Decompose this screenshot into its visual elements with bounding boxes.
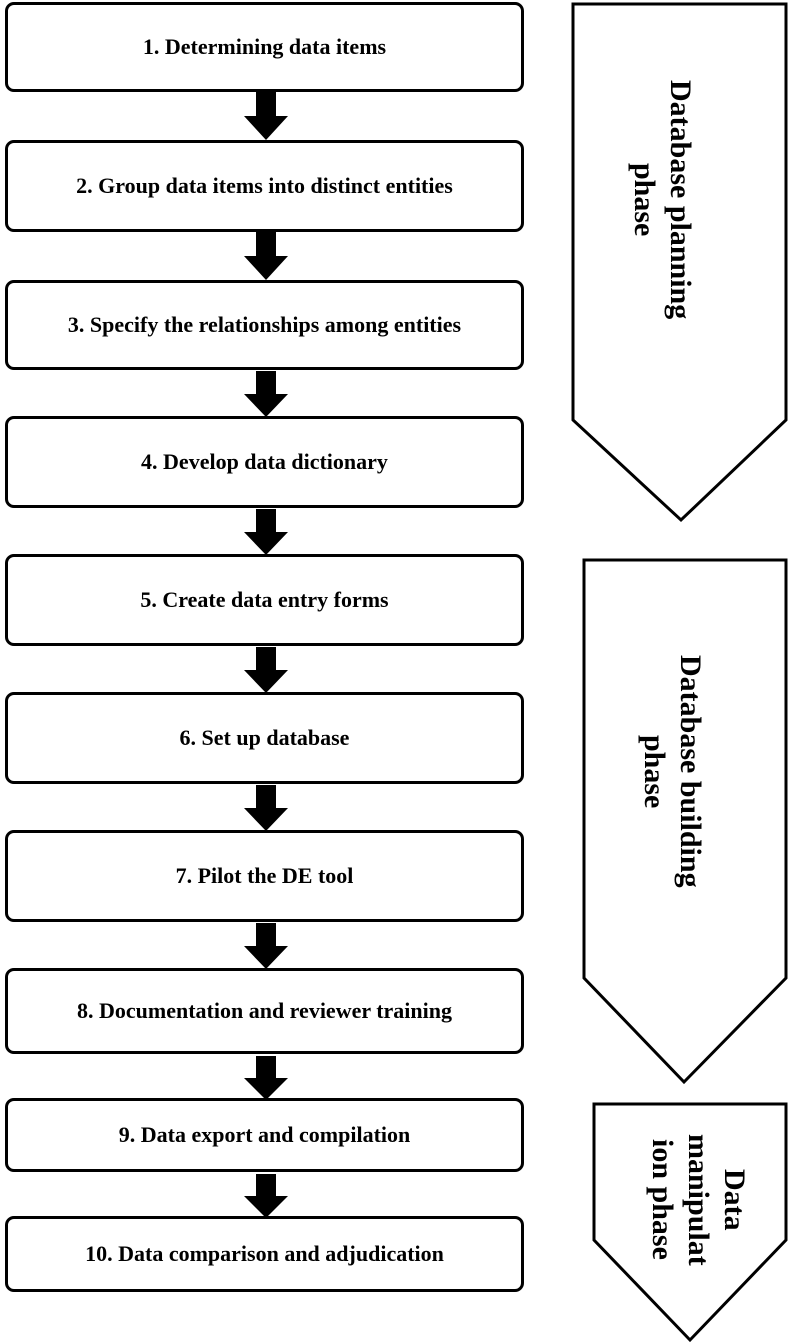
- planning-phase-line1: Database planning: [664, 80, 697, 320]
- step-7-box: 7. Pilot the DE tool: [5, 830, 524, 922]
- building-phase-line2: phase: [638, 734, 671, 808]
- manipulation-phase-label: Data manipulat ion phase: [640, 1134, 752, 1266]
- planning-phase-label: Database planning phase: [622, 80, 698, 319]
- step-1-box: 1. Determining data items: [5, 2, 524, 92]
- building-phase-label: Database building phase: [632, 655, 708, 888]
- down-arrow-icon: [244, 371, 288, 417]
- manipulation-phase-line2: manipulat: [682, 1134, 715, 1266]
- planning-phase-chevron: [571, 2, 788, 523]
- down-arrow-icon: [244, 923, 288, 969]
- step-5-label: 5. Create data entry forms: [140, 587, 389, 612]
- down-arrow-icon: [244, 92, 288, 140]
- step-10-label: 10. Data comparison and adjudication: [85, 1241, 444, 1266]
- step-8-label: 8. Documentation and reviewer training: [77, 998, 452, 1023]
- down-arrow-icon: [244, 232, 288, 280]
- down-arrow-icon: [244, 1056, 288, 1100]
- step-2-box: 2. Group data items into distinct entiti…: [5, 140, 524, 232]
- step-7-label: 7. Pilot the DE tool: [175, 863, 354, 888]
- step-3-box: 3. Specify the relationships among entit…: [5, 280, 524, 370]
- down-arrow-icon: [244, 785, 288, 831]
- step-1-label: 1. Determining data items: [142, 34, 387, 59]
- step-5-box: 5. Create data entry forms: [5, 554, 524, 646]
- building-phase-chevron: [582, 558, 788, 1085]
- step-10-box: 10. Data comparison and adjudication: [5, 1216, 524, 1292]
- step-4-box: 4. Develop data dictionary: [5, 416, 524, 508]
- building-phase-line1: Database building: [674, 655, 707, 888]
- down-arrow-icon: [244, 509, 288, 555]
- step-9-label: 9. Data export and compilation: [118, 1122, 411, 1147]
- manipulation-phase-chevron: [592, 1102, 788, 1343]
- step-6-box: 6. Set up database: [5, 692, 524, 784]
- step-2-label: 2. Group data items into distinct entiti…: [76, 173, 453, 198]
- step-9-box: 9. Data export and compilation: [5, 1098, 524, 1172]
- step-3-label: 3. Specify the relationships among entit…: [67, 312, 462, 337]
- step-8-box: 8. Documentation and reviewer training: [5, 968, 524, 1054]
- down-arrow-icon: [244, 1174, 288, 1218]
- planning-phase-line2: phase: [628, 162, 661, 237]
- manipulation-phase-line3: ion phase: [646, 1139, 679, 1261]
- step-4-label: 4. Develop data dictionary: [141, 449, 388, 474]
- manipulation-phase-line1: Data: [718, 1169, 751, 1231]
- step-6-label: 6. Set up database: [179, 725, 350, 750]
- down-arrow-icon: [244, 647, 288, 693]
